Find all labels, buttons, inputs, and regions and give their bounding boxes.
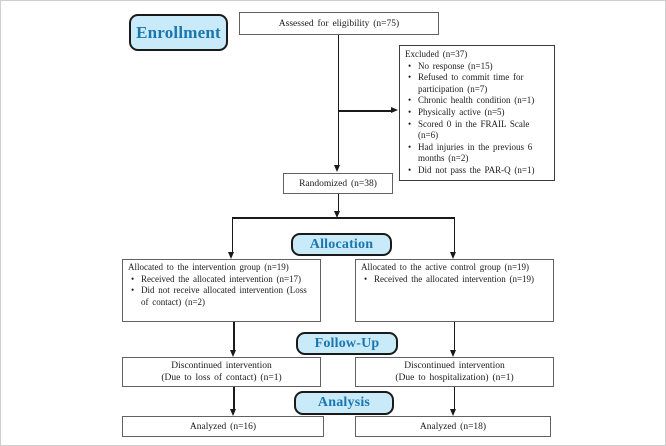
list-item: Refused to commit time for participation… — [405, 72, 550, 95]
arrowhead-down-icon — [229, 409, 236, 416]
allocation-control-title: Allocated to the active control group (n… — [361, 262, 530, 272]
list-item: Had injuries in the previous 6 months (n… — [405, 142, 550, 165]
connector-randomized-branch — [337, 194, 339, 212]
connector-left-followup — [233, 322, 235, 351]
list-item: Did not pass the PAR-Q (n=1) — [405, 165, 550, 177]
box-assessed-eligibility: Assessed for eligibility (n=75) — [239, 12, 439, 35]
connector-branch-left — [231, 217, 233, 252]
excluded-list: No response (n=15) Refused to commit tim… — [405, 61, 550, 177]
list-item: Received the allocated intervention (n=1… — [361, 274, 550, 286]
arrowhead-down-icon — [334, 211, 340, 218]
arrowhead-down-icon — [450, 252, 456, 259]
stage-label-followup: Follow-Up — [296, 332, 398, 355]
list-item: No response (n=15) — [405, 61, 550, 73]
arrowhead-down-icon — [228, 252, 234, 259]
stage-label-allocation: Allocation — [291, 233, 392, 256]
arrowhead-down-icon — [229, 350, 236, 357]
connector-left-analysis — [233, 387, 235, 410]
list-item: Did not receive allocated intervention (… — [128, 285, 317, 308]
arrowhead-down-icon — [450, 350, 456, 357]
allocation-control-list: Received the allocated intervention (n=1… — [361, 274, 550, 286]
box-followup-control: Discontinued intervention (Due to hospit… — [355, 357, 554, 387]
box-randomized: Randomized (n=38) — [283, 173, 393, 194]
arrowhead-down-icon — [450, 409, 456, 416]
allocation-intervention-title: Allocated to the intervention group (n=1… — [128, 262, 289, 272]
followup-line: (Due to loss of contact) (n=1) — [161, 373, 282, 383]
list-item: Chronic health condition (n=1) — [405, 95, 550, 107]
connector-excluded — [338, 110, 392, 112]
stage-label-analysis: Analysis — [294, 391, 394, 415]
connector-branch-right — [453, 217, 455, 252]
excluded-title: Excluded (n=37) — [405, 49, 468, 59]
stage-label-enrollment: Enrollment — [129, 14, 228, 51]
box-allocation-control: Allocated to the active control group (n… — [355, 259, 554, 322]
list-item: Scored 0 in the FRAIL Scale (n=6) — [405, 119, 550, 142]
followup-line: Discontinued intervention — [171, 360, 272, 371]
list-item: Physically active (n=5) — [405, 107, 550, 119]
list-item: Received the allocated intervention (n=1… — [128, 274, 317, 286]
followup-line: Discontinued intervention — [404, 360, 505, 371]
box-excluded: Excluded (n=37) No response (n=15) Refus… — [399, 45, 555, 181]
allocation-intervention-list: Received the allocated intervention (n=1… — [128, 274, 317, 309]
branch-line — [231, 217, 455, 219]
box-analyzed-control: Analyzed (n=18) — [355, 416, 551, 437]
box-allocation-intervention: Allocated to the intervention group (n=1… — [122, 259, 321, 322]
connector-right-analysis — [453, 387, 455, 410]
followup-line: (Due to hospitalization) (n=1) — [395, 373, 514, 383]
connector-right-followup — [453, 322, 455, 351]
box-analyzed-intervention: Analyzed (n=16) — [122, 416, 324, 437]
arrowhead-right-icon — [391, 107, 398, 113]
box-followup-intervention: Discontinued intervention (Due to loss o… — [122, 357, 321, 387]
connector-assessed-randomized — [337, 35, 339, 166]
arrowhead-down-icon — [334, 165, 340, 172]
